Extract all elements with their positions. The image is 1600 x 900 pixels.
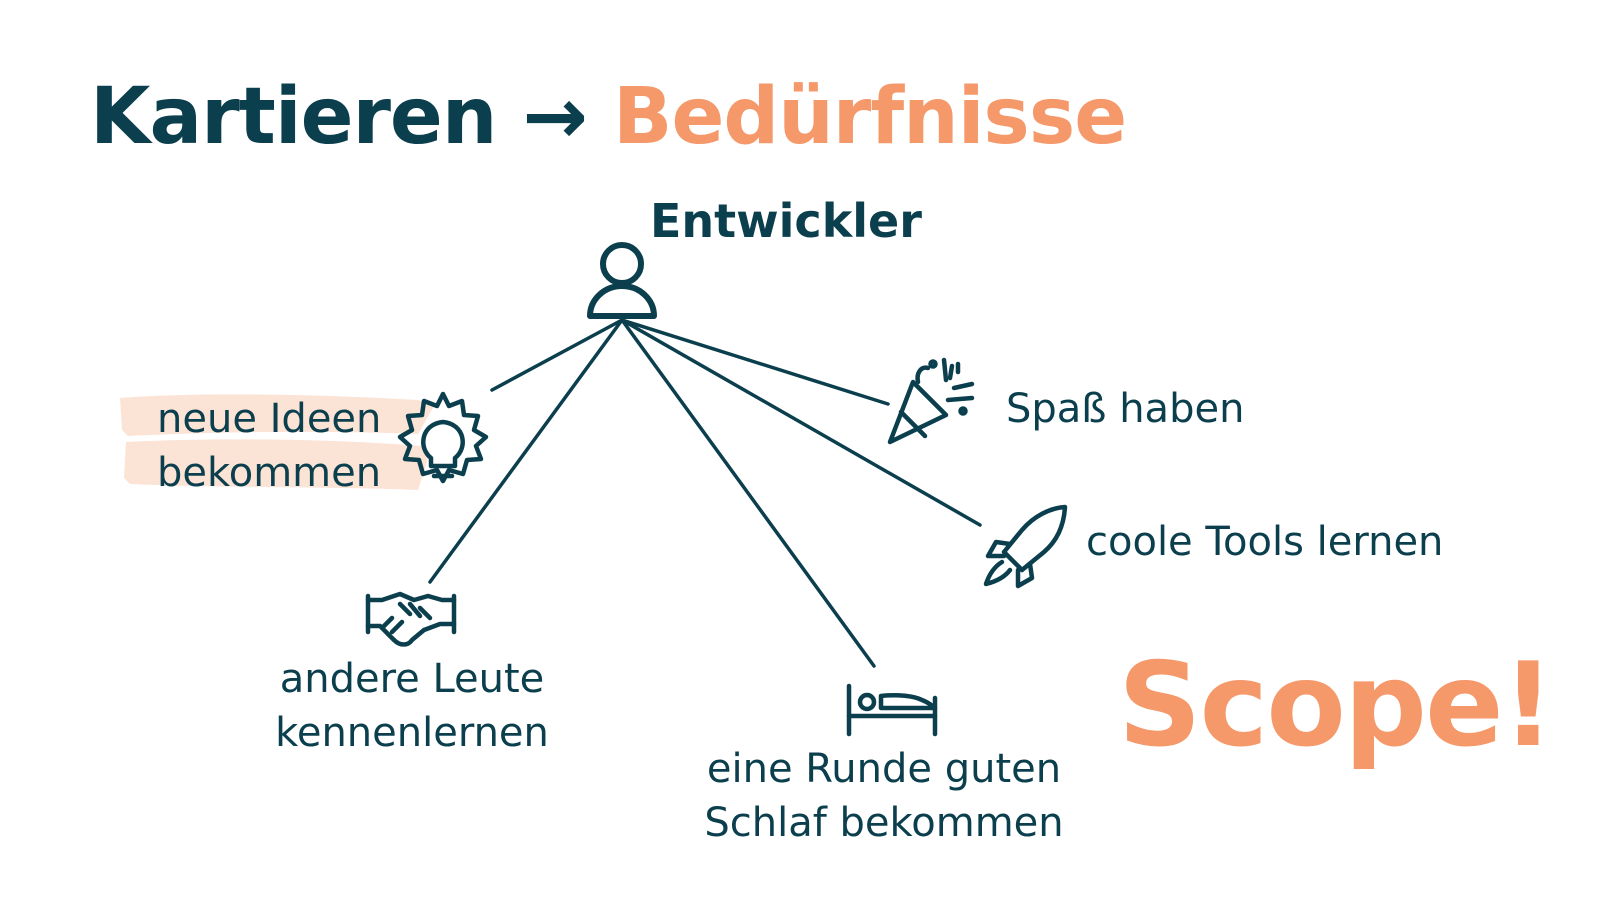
need-fun-line-1: Spaß haben xyxy=(1006,386,1245,432)
need-sleep-label: eine Runde guten Schlaf bekommen xyxy=(682,742,1086,850)
title-kartieren: Kartieren xyxy=(90,72,497,162)
rocket-icon xyxy=(983,504,1068,589)
scope-callout: Scope! xyxy=(1118,638,1555,773)
title-beduerfnisse: Bedürfnisse xyxy=(613,72,1127,162)
connector-tools xyxy=(620,318,982,527)
need-people-label: andere Leute kennenlernen xyxy=(262,652,562,760)
need-tools-line-1: coole Tools lernen xyxy=(1086,519,1444,565)
need-sleep-line-2: Schlaf bekommen xyxy=(704,800,1064,846)
page-title: Kartieren → Bedürfnisse xyxy=(90,78,1127,156)
need-fun-label: Spaß haben xyxy=(1006,382,1244,436)
person-icon xyxy=(587,242,657,319)
connector-sleep xyxy=(620,318,876,668)
party-popper-icon xyxy=(887,357,975,445)
need-people-line-2: kennenlernen xyxy=(275,710,549,756)
need-tools-label: coole Tools lernen xyxy=(1086,515,1443,569)
need-ideas-line-1: neue Ideen xyxy=(157,396,382,442)
actor-label: Entwickler xyxy=(650,194,922,248)
handshake-icon xyxy=(365,591,457,647)
need-sleep-line-1: eine Runde guten xyxy=(706,746,1062,792)
connector-fun xyxy=(620,318,890,406)
marker-highlight xyxy=(120,394,434,490)
need-people-line-1: andere Leute xyxy=(279,656,545,702)
need-ideas-label: neue Ideen bekommen xyxy=(157,392,381,500)
need-ideas-line-2: bekommen xyxy=(157,450,382,496)
connector-people xyxy=(428,318,624,584)
bed-icon xyxy=(846,683,938,737)
connector-ideas xyxy=(490,318,624,392)
title-arrow: → xyxy=(522,72,588,162)
lightbulb-gear-icon xyxy=(397,391,489,484)
